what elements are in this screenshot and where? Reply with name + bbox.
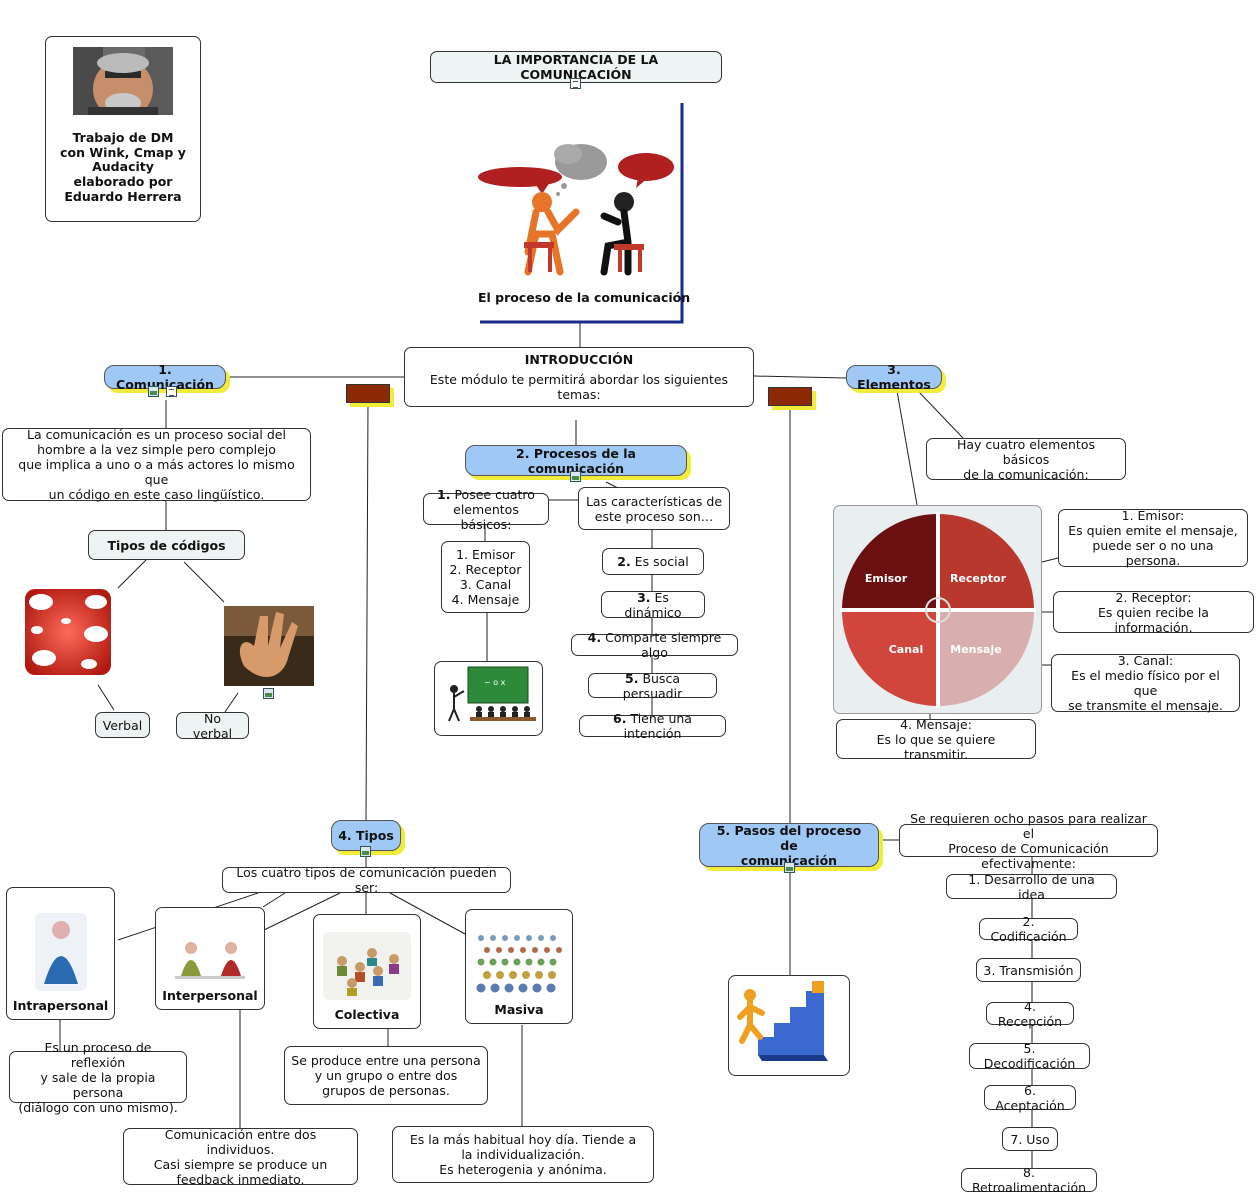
- type-label: Interpersonal: [162, 988, 258, 1003]
- speech-bubbles-icon: [25, 589, 111, 675]
- intro-text: Este módulo te permitirá abordar los sig…: [429, 371, 729, 402]
- svg-text:~ o x: ~ o x: [484, 678, 506, 687]
- communication-process-image: [478, 144, 674, 276]
- element-mensaje: 4. Mensaje: Es lo que se quiere transmit…: [836, 717, 1036, 762]
- comunicacion-definition: La comunicación es un proceso social del…: [2, 427, 311, 502]
- image-icon[interactable]: [148, 386, 159, 397]
- characteristic-1: 2. Es social: [602, 548, 704, 575]
- document-icon[interactable]: [166, 386, 177, 397]
- intro-heading: INTRODUCCIÓN: [524, 352, 634, 368]
- characteristic-number: 4.: [587, 630, 602, 645]
- characteristic-text: Busca persuadir: [622, 670, 683, 701]
- masiva-description: Es la más habitual hoy día. Tiende a la …: [392, 1126, 654, 1183]
- process-caption: El proceso de la comunicación: [478, 290, 691, 305]
- step-5: 5. Decodificación: [969, 1041, 1090, 1071]
- introduction-box: INTRODUCCIÓN Este módulo te permitirá ab…: [404, 347, 754, 407]
- stairs-progress-image: [728, 975, 850, 1076]
- author-text: Trabajo de DM con Wink, Cmap y Audacity …: [60, 130, 186, 204]
- element-receptor: 2. Receptor: Es quien recibe la informac…: [1053, 590, 1254, 635]
- two-people-icon: [175, 942, 245, 979]
- type-colectiva: Colectiva: [313, 914, 421, 1029]
- author-photo: [73, 47, 173, 115]
- node-elementos[interactable]: 3. Elementos: [846, 362, 942, 392]
- author-box: Trabajo de DM con Wink, Cmap y Audacity …: [45, 36, 201, 222]
- type-intrapersonal: Intrapersonal: [6, 887, 115, 1020]
- quadrant-emisor: Emisor: [864, 572, 907, 585]
- image-icon[interactable]: [360, 846, 371, 857]
- brown-marker-right: [768, 387, 812, 406]
- type-interpersonal: Interpersonal: [155, 907, 265, 1010]
- quadrant-receptor: Receptor: [949, 572, 1006, 585]
- types-intro: Los cuatro tipos de comunicación pueden …: [222, 865, 511, 895]
- type-label: Masiva: [494, 1002, 544, 1017]
- gesture-hand-image: [224, 606, 314, 686]
- step-4: 4. Recepción: [986, 999, 1074, 1029]
- steps-intro: Se requieren ocho pasos para realizar el…: [899, 811, 1158, 871]
- characteristic-3: 4. Comparte siempre algo: [571, 630, 738, 660]
- image-icon[interactable]: [263, 688, 274, 699]
- elements-pie-chart: Emisor Receptor Canal Mensaje: [833, 505, 1042, 714]
- four-number: 1.: [437, 486, 451, 502]
- process-four-elements: 1. Posee cuatro elementos básicos:: [423, 487, 549, 532]
- code-no-verbal: No verbal: [176, 711, 249, 741]
- quadrant-mensaje: Mensaje: [950, 643, 1001, 656]
- code-verbal: Verbal: [95, 712, 150, 738]
- characteristic-4: 5. Busca persuadir: [588, 670, 717, 701]
- image-icon[interactable]: [784, 862, 795, 873]
- four-elements-list: 1. Emisor 2. Receptor 3. Canal 4. Mensaj…: [441, 541, 530, 613]
- step-8: 8. Retroalimentación: [961, 1165, 1097, 1195]
- crowd-icon: [476, 935, 562, 993]
- characteristic-number: 3.: [637, 589, 651, 605]
- main-title: LA IMPORTANCIA DE LA COMUNICACIÓN: [430, 51, 722, 83]
- type-label: Intrapersonal: [12, 998, 109, 1013]
- characteristic-text: Es dinámico: [624, 589, 682, 620]
- element-canal: 3. Canal: Es el medio físico por el que …: [1051, 653, 1240, 713]
- four-text: Posee cuatro elementos básicos:: [453, 486, 535, 532]
- type-label: Colectiva: [334, 1007, 400, 1022]
- node-comunicacion[interactable]: 1. Comunicación: [104, 362, 226, 392]
- elements-pie-svg: Emisor Receptor Canal Mensaje: [839, 511, 1036, 708]
- characteristic-number: 2.: [617, 554, 631, 569]
- node-tipos[interactable]: 4. Tipos: [331, 820, 401, 851]
- quadrant-canal: Canal: [888, 643, 923, 656]
- step-3: 3. Transmisión: [976, 958, 1081, 982]
- image-icon[interactable]: [570, 471, 581, 482]
- type-masiva: Masiva: [465, 909, 573, 1024]
- characteristic-text: Es social: [634, 554, 689, 569]
- codes-types: Tipos de códigos: [88, 530, 245, 560]
- intrapersonal-description: Es un proceso de reflexión y sale de la …: [9, 1040, 187, 1115]
- characteristic-5: 6. Tiene una intención: [579, 711, 726, 741]
- process-characteristics: Las características de este proceso son…: [578, 487, 730, 530]
- characteristic-2: 3. Es dinámico: [601, 589, 705, 620]
- interpersonal-description: Comunicación entre dos individuos. Casi …: [123, 1127, 358, 1187]
- teacher-classroom-image: ~ o x: [434, 661, 543, 736]
- step-2: 2. Codificación: [979, 914, 1078, 944]
- step-6: 6. Aceptación: [984, 1083, 1076, 1113]
- characteristic-number: 6.: [613, 711, 627, 726]
- characteristic-number: 5.: [625, 670, 639, 686]
- single-person-icon: [34, 913, 87, 991]
- elements-intro: Hay cuatro elementos básicos de la comun…: [926, 437, 1126, 482]
- group-people-icon: [323, 932, 411, 1000]
- element-emisor: 1. Emisor: Es quien emite el mensaje, pu…: [1058, 508, 1248, 568]
- characteristic-text: Tiene una intención: [623, 711, 692, 741]
- node-pasos[interactable]: 5. Pasos del proceso de comunicación: [699, 823, 879, 868]
- colectiva-description: Se produce entre una persona y un grupo …: [284, 1046, 488, 1105]
- step-7: 7. Uso: [1002, 1127, 1058, 1151]
- characteristic-text: Comparte siempre algo: [605, 630, 722, 660]
- document-icon[interactable]: [570, 78, 581, 89]
- brown-marker-left: [346, 384, 390, 403]
- step-1: 1. Desarrollo de una idea: [946, 872, 1117, 902]
